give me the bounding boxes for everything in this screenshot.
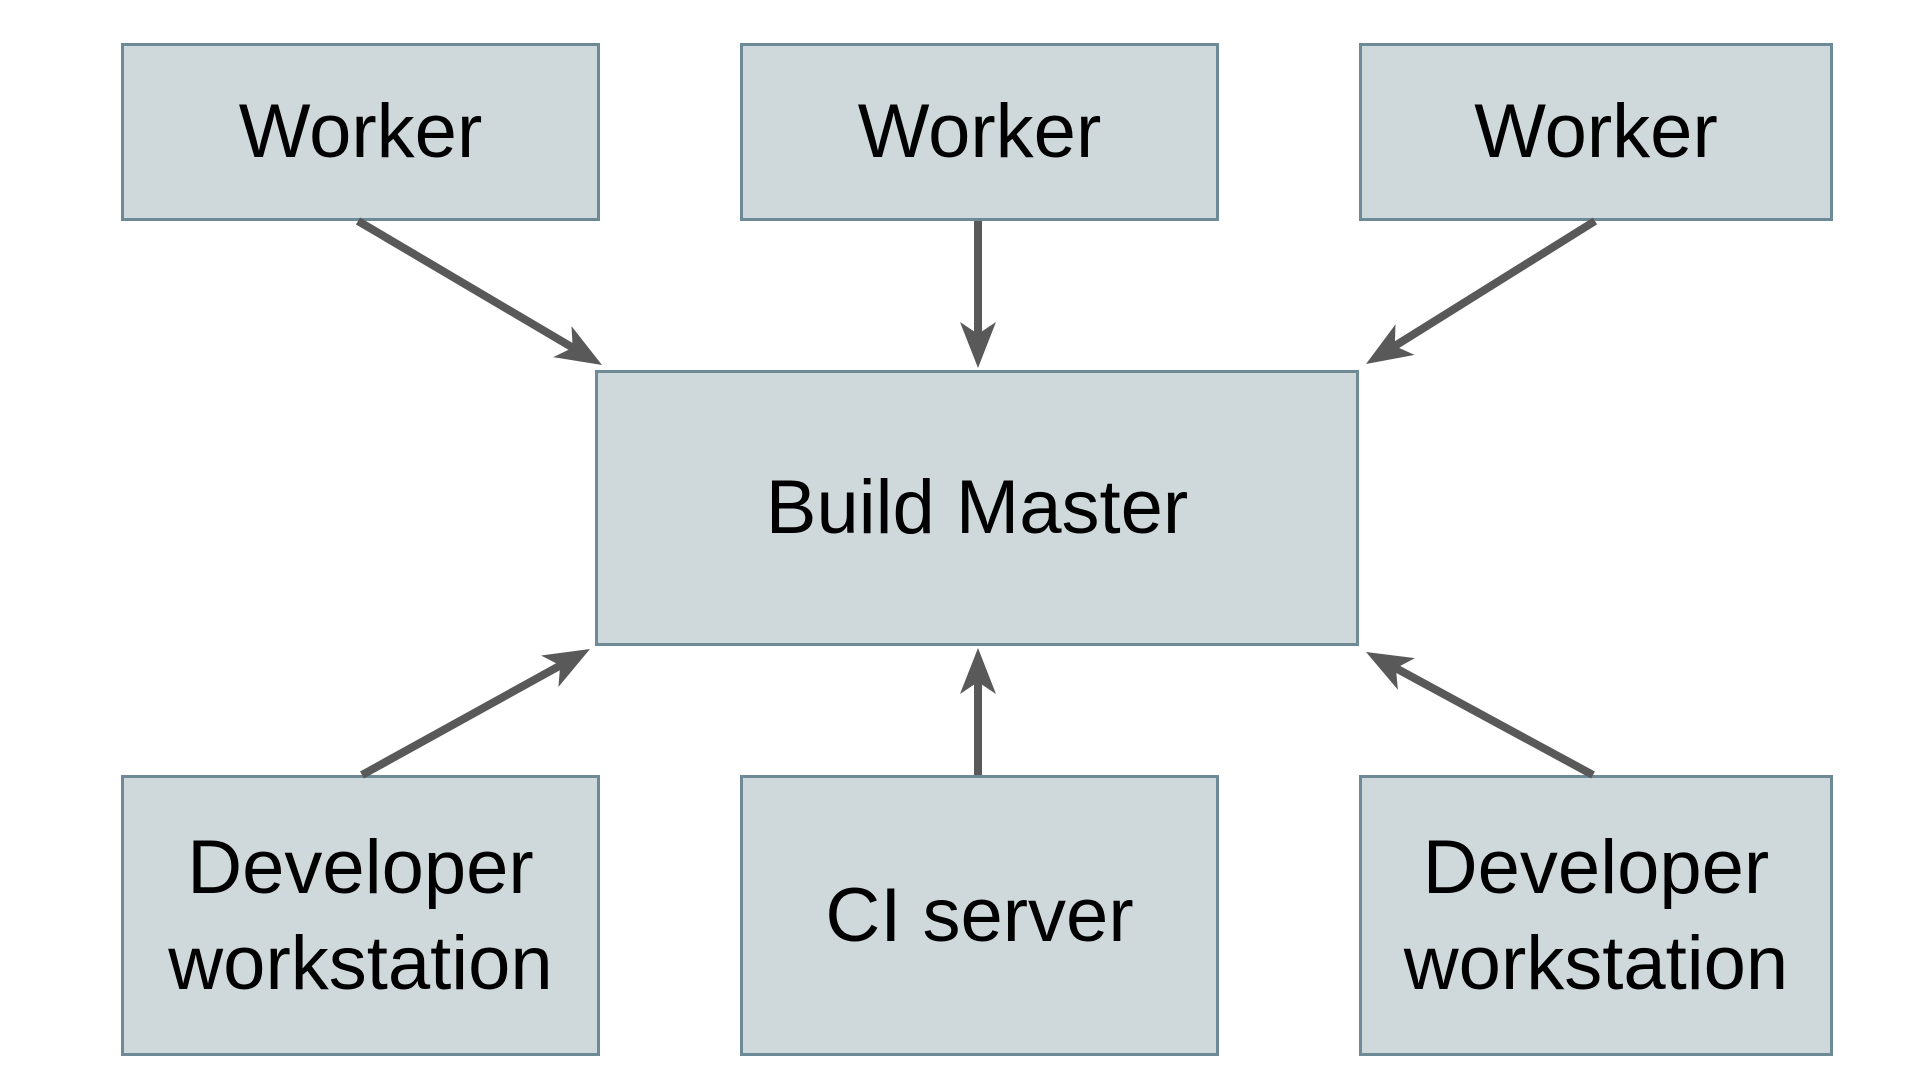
arrow-shaft xyxy=(1393,664,1595,779)
build-master-label: Build Master xyxy=(765,465,1189,551)
node-worker-3: Worker xyxy=(1359,43,1833,221)
arrow-head-icon xyxy=(553,326,602,365)
node-ci-server: CI server xyxy=(740,775,1219,1056)
node-worker-2: Worker xyxy=(740,43,1219,221)
arrow-head-icon xyxy=(541,649,590,687)
worker-3-label: Worker xyxy=(1474,89,1718,175)
ci-server-label: CI server xyxy=(825,872,1134,958)
arrow-head-icon xyxy=(1366,324,1415,364)
arrow-head-icon xyxy=(960,648,996,694)
worker-2-label: Worker xyxy=(857,89,1102,175)
node-build-master: Build Master xyxy=(595,370,1359,646)
arrow-shaft xyxy=(360,661,563,779)
arrow-head-icon xyxy=(960,322,996,368)
worker-1-label: Worker xyxy=(238,89,483,175)
arrow-ci-server-to-build-master xyxy=(960,648,996,775)
developer-workstation-right-label: Developer workstation xyxy=(1403,824,1789,1006)
arrow-developer-workstation-right-to-build-master xyxy=(1366,652,1595,779)
arrow-shaft xyxy=(1392,217,1598,350)
arrow-worker-1-to-build-master xyxy=(355,217,602,365)
node-developer-workstation-left: Developer workstation xyxy=(121,775,600,1056)
arrow-worker-2-to-build-master xyxy=(960,221,996,368)
arrow-head-icon xyxy=(1366,652,1415,690)
developer-workstation-left-label: Developer workstation xyxy=(168,824,553,1006)
arrow-worker-3-to-build-master xyxy=(1366,217,1598,364)
node-developer-workstation-right: Developer workstation xyxy=(1359,775,1833,1056)
node-worker-1: Worker xyxy=(121,43,600,221)
arrow-developer-workstation-left-to-build-master xyxy=(360,649,590,779)
arrow-shaft xyxy=(355,217,575,352)
